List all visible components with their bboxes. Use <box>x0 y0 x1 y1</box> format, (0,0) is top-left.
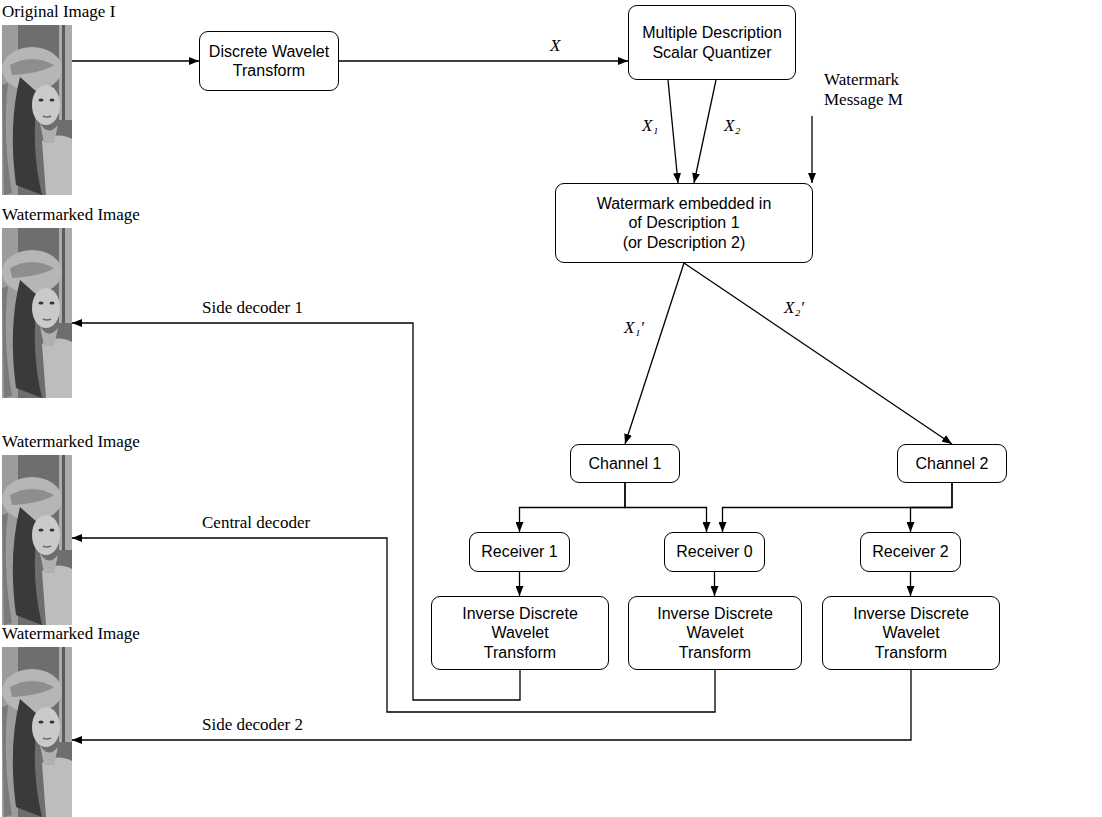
connector-arrow <box>519 572 520 596</box>
box-label: Channel 2 <box>916 454 989 473</box>
connector-arrow <box>694 80 716 183</box>
receiver-box: Receiver 0 <box>664 532 765 572</box>
image-frame: Original Image I <box>2 25 72 195</box>
channel-box: Channel 1 <box>570 444 680 483</box>
image-frame: Watermarked Image <box>2 455 72 625</box>
process-box: Inverse Discrete Wavelet Transform <box>628 596 802 670</box>
box-label: Inverse Discrete Wavelet Transform <box>653 604 778 662</box>
connector-arrow <box>339 60 628 61</box>
connector-arrow <box>520 483 626 532</box>
image-caption: Watermarked Image <box>2 624 140 644</box>
connector-arrow <box>910 572 911 596</box>
image-caption: Original Image I <box>2 2 115 22</box>
box-label: (or Description 2) <box>623 233 746 252</box>
connector-layer <box>72 61 952 740</box>
process-box: Multiple Description Scalar Quantizer <box>628 5 796 80</box>
channel-box: Channel 2 <box>897 444 1007 483</box>
box-label: Channel 1 <box>589 454 662 473</box>
image-picture <box>2 455 72 625</box>
connector-arrow <box>714 572 715 596</box>
box-label: Inverse Discrete Wavelet Transform <box>458 604 583 662</box>
box-label: Multiple Description Scalar Quantizer <box>637 23 787 61</box>
signal-label: X₂ <box>722 116 742 136</box>
process-box: Inverse Discrete Wavelet Transform <box>822 596 1000 670</box>
image-picture <box>2 25 72 195</box>
box-label: Watermark embedded in of Description 1 <box>588 194 780 232</box>
process-box: Watermark embedded in of Description 1(o… <box>555 183 813 263</box>
image-caption: Watermarked Image <box>2 432 140 452</box>
box-label: Receiver 2 <box>872 542 948 561</box>
connector-arrow <box>684 263 952 444</box>
connector-arrow <box>72 670 911 740</box>
connector-arrow <box>723 483 953 532</box>
box-label: Discrete Wavelet Transform <box>208 42 330 80</box>
connector-arrow <box>625 263 684 444</box>
image-picture <box>2 647 72 817</box>
receiver-box: Receiver 2 <box>860 532 961 572</box>
decoder-label: Side decoder 1 <box>200 298 305 318</box>
note-label: Watermark Message M <box>822 70 916 109</box>
signal-label: X₁ <box>640 116 660 136</box>
process-box: Discrete Wavelet Transform <box>199 31 339 91</box>
connector-arrow <box>668 80 678 183</box>
image-frame: Watermarked Image <box>2 228 72 398</box>
process-box: Inverse Discrete Wavelet Transform <box>431 596 609 670</box>
decoder-label: Side decoder 2 <box>200 715 305 735</box>
box-label: Receiver 0 <box>676 542 752 561</box>
box-label: Receiver 1 <box>481 542 557 561</box>
image-caption: Watermarked Image <box>2 205 140 225</box>
image-frame: Watermarked Image <box>2 647 72 817</box>
connector-arrow <box>72 538 715 712</box>
connector-arrow <box>911 483 953 532</box>
connector-arrow <box>72 60 199 61</box>
decoder-label: Central decoder <box>200 513 312 533</box>
signal-label: X₂′ <box>782 298 806 318</box>
receiver-box: Receiver 1 <box>469 532 570 572</box>
connector-arrow <box>625 483 707 532</box>
box-label: Inverse Discrete Wavelet Transform <box>849 604 974 662</box>
signal-label: X₁′ <box>622 318 646 338</box>
signal-label: X <box>548 36 562 56</box>
leader-arrow <box>811 116 812 183</box>
image-picture <box>2 228 72 398</box>
